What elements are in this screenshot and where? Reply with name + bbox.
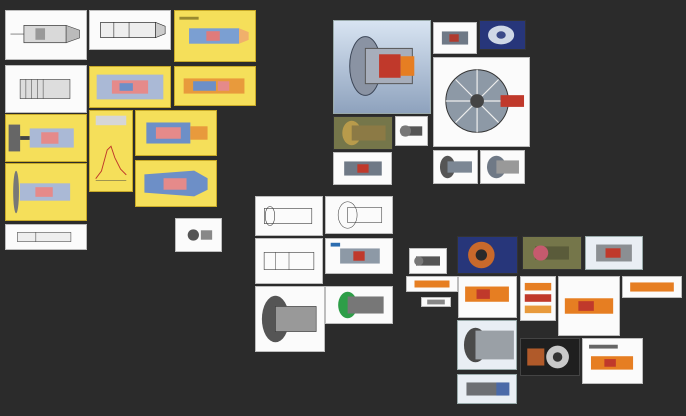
turbofan-diagram-icon: [13, 170, 71, 214]
engine-cutaway-r6-thumb[interactable]: [421, 297, 451, 307]
yellow-turbofan-diagram-thumb[interactable]: [89, 66, 171, 108]
engine-cutaway-icon: [414, 280, 450, 288]
turbojet-schematic-icon: [10, 24, 80, 44]
engine-cutaway-icon: [338, 291, 384, 319]
engine-cutaway-icon: [589, 344, 634, 370]
engine-side-photo-thumb[interactable]: [457, 374, 517, 404]
engine-render-small-2-thumb[interactable]: [395, 116, 428, 146]
engine-cutaway-icon: [427, 299, 445, 305]
yellow-turbojet-diagram-thumb[interactable]: [174, 10, 256, 62]
turbofan-render-large-thumb[interactable]: [333, 20, 431, 114]
engine-diagram-r8-thumb[interactable]: [520, 276, 556, 321]
turbofan-diagram-icon: [144, 170, 208, 197]
engine-photo-r1-thumb[interactable]: [409, 248, 447, 274]
engine-photo-icon: [463, 327, 514, 363]
engine-components-thumb[interactable]: [175, 218, 222, 252]
axial-compressor-drawing-thumb[interactable]: [5, 65, 87, 113]
line-drawing-engine-1-thumb[interactable]: [255, 196, 323, 236]
yellow-afterburner-diagram-thumb[interactable]: [174, 66, 256, 106]
engine-section-icon: [263, 252, 315, 270]
engine-cutaway-icon: [441, 31, 469, 45]
turbofan-diagram-icon: [96, 74, 164, 100]
engine-photo-r3-thumb[interactable]: [522, 236, 582, 270]
engine-photo-icon: [468, 241, 495, 269]
engine-diagram-r10-thumb[interactable]: [622, 276, 682, 298]
engine-cutaway-icon: [445, 69, 525, 133]
engine-render-3-thumb[interactable]: [433, 150, 478, 184]
yellow-turboshaft-diagram-thumb[interactable]: [5, 114, 87, 162]
turbofan-diagram-icon: [564, 298, 614, 314]
engine-cutaway-icon: [330, 242, 380, 264]
engine-cutaway-icon: [187, 229, 213, 241]
line-drawing-engine-3-thumb[interactable]: [255, 238, 323, 284]
compressor-icon: [19, 79, 71, 99]
engine-fan-blue-thumb[interactable]: [479, 20, 526, 50]
engine-photo-gold-thumb[interactable]: [333, 116, 393, 150]
engine-photo-icon: [533, 245, 569, 261]
engine-render-green-thumb[interactable]: [325, 286, 393, 324]
engine-section-icon: [17, 232, 72, 242]
engine-section-icon: [100, 21, 166, 39]
line-drawing-engine-4-thumb[interactable]: [255, 286, 325, 352]
engine-diagram-r9-thumb[interactable]: [558, 276, 620, 336]
engine-section-icon: [264, 206, 313, 226]
line-drawing-engine-2-thumb[interactable]: [325, 196, 393, 234]
yellow-ramjet-diagram-thumb[interactable]: [135, 160, 217, 207]
engine-diagram-r7-thumb[interactable]: [458, 276, 517, 318]
engine-cutaway-icon: [486, 155, 519, 179]
turbofan-fan-render-thumb[interactable]: [433, 57, 530, 147]
engine-render-medium-thumb[interactable]: [333, 152, 392, 185]
yellow-turboprop-diagram-thumb[interactable]: [5, 163, 87, 221]
engine-workshop-photo-thumb[interactable]: [520, 338, 580, 376]
engine-cutaway-icon: [399, 125, 423, 137]
engine-render-small-thumb[interactable]: [433, 22, 477, 54]
engine-photo-icon: [488, 25, 515, 45]
engine-photo-r4-thumb[interactable]: [585, 236, 643, 270]
yellow-combustor-diagram-thumb[interactable]: [135, 110, 217, 156]
turbojet-schematic-thumb[interactable]: [5, 10, 87, 60]
engine-labeled-cutaway-thumb[interactable]: [582, 338, 643, 384]
engine-outline-drawing-thumb[interactable]: [5, 224, 87, 250]
turbofan-diagram-icon: [630, 282, 674, 292]
engine-nozzle-photo-thumb[interactable]: [457, 320, 517, 370]
engine-graph-icon: [95, 115, 127, 181]
turbofan-diagram-icon: [146, 122, 208, 144]
engine-section-drawing-thumb[interactable]: [89, 10, 171, 50]
engine-cutaway-icon: [334, 21, 430, 113]
turbofan-diagram-icon: [524, 282, 552, 314]
engine-photo-icon: [342, 120, 386, 146]
engine-cutaway-icon: [344, 161, 382, 176]
engine-photo-r2-thumb[interactable]: [457, 236, 518, 274]
engine-section-icon: [337, 201, 383, 229]
engine-photo-icon: [527, 345, 569, 369]
turbofan-diagram-icon: [183, 78, 245, 94]
engine-cutaway-r5-thumb[interactable]: [406, 276, 458, 292]
turbofan-diagram-icon: [8, 124, 74, 152]
yellow-fuel-chart-thumb[interactable]: [89, 110, 133, 192]
engine-render-4-thumb[interactable]: [480, 150, 525, 184]
turbofan-diagram-icon: [465, 286, 509, 302]
engine-render-blue-label-thumb[interactable]: [325, 238, 393, 274]
engine-section-icon: [261, 295, 317, 343]
turbofan-diagram-icon: [179, 16, 249, 44]
engine-photo-icon: [414, 256, 440, 266]
engine-photo-icon: [466, 382, 510, 396]
engine-photo-icon: [596, 244, 632, 262]
engine-cutaway-icon: [439, 155, 472, 179]
